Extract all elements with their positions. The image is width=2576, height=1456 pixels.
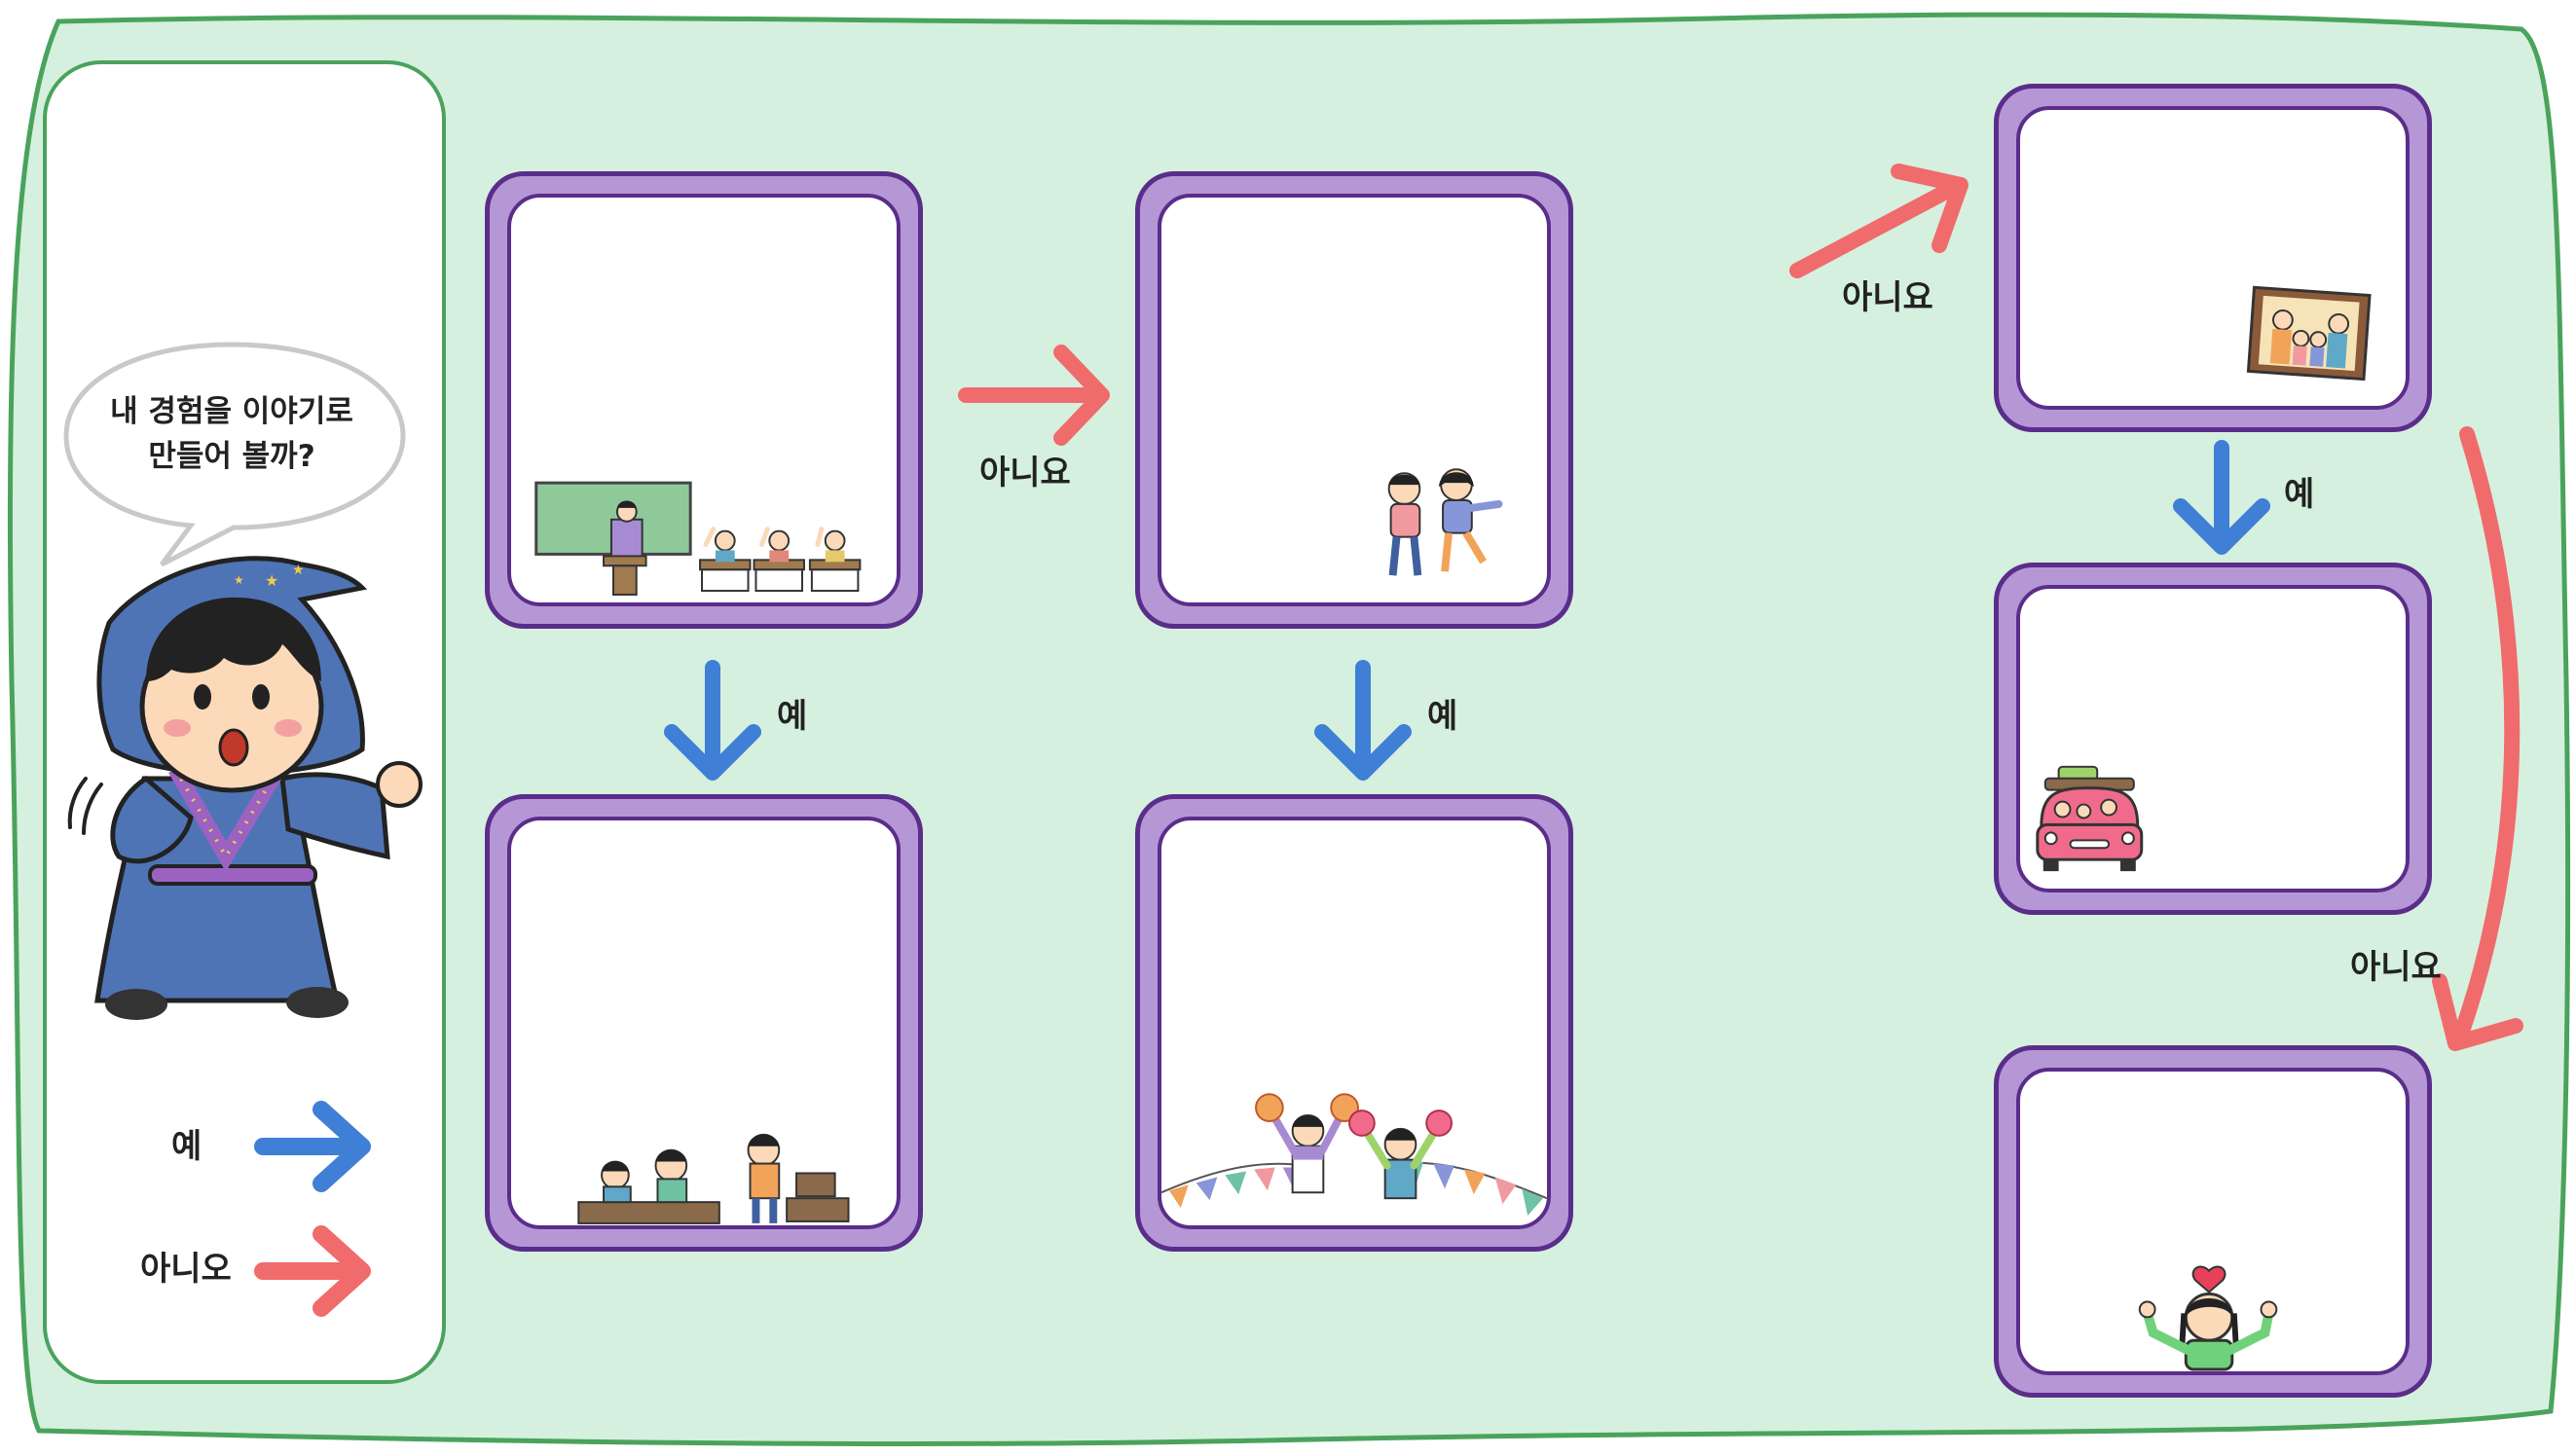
arrow-label-no-2: 아니요 (1842, 278, 1933, 317)
happy-child-scene (2138, 1265, 2278, 1371)
legend-no-label: 아니오 (140, 1250, 232, 1289)
small-desk (795, 1172, 836, 1198)
panel-family-trip (1994, 563, 2432, 915)
family-photo-scene (2246, 285, 2372, 382)
family-trip-scene (2036, 765, 2144, 872)
arrow-label-no-1: 아니요 (979, 454, 1071, 492)
panel-playing-friends (1135, 171, 1573, 629)
worried-students (601, 1133, 781, 1223)
sidebar-card (43, 60, 446, 1384)
pink-car-icon (2036, 765, 2144, 872)
student-desks (699, 527, 862, 593)
festival-scene (1161, 1093, 1547, 1216)
playing-friends-scene (1387, 468, 1503, 576)
panel-studying-friends (485, 794, 923, 1252)
panel-family-trip-inner (2016, 585, 2410, 892)
cheering-children (1255, 1093, 1453, 1200)
heart-icon (2191, 1265, 2226, 1293)
panel-playing-friends-inner (1158, 194, 1551, 606)
speech-line-2: 만들어 볼까? (148, 439, 315, 474)
panel-festival-inner (1158, 817, 1551, 1229)
arrow-label-no-3: 아니요 (2350, 948, 2442, 987)
panel-happy-child (1994, 1045, 2432, 1398)
panel-studying-friends-inner (507, 817, 901, 1229)
panel-classroom (485, 171, 923, 629)
child-girl-figure (1439, 468, 1503, 572)
study-desk (577, 1201, 720, 1224)
pompom-icon (1255, 1093, 1284, 1122)
panel-classroom-inner (507, 194, 901, 606)
classroom-scene (534, 481, 862, 596)
arrow-label-yes-1: 예 (777, 697, 808, 736)
pompom-icon (1348, 1110, 1376, 1137)
panel-family-photo (1994, 84, 2432, 432)
child-boy-figure (1387, 472, 1422, 576)
pompom-icon (1425, 1110, 1453, 1137)
legend-yes-label: 예 (171, 1127, 202, 1166)
speech-line-1: 내 경험을 이야기로 (110, 394, 353, 429)
panel-family-photo-inner (2016, 106, 2410, 410)
studying-friends-scene (577, 1133, 850, 1224)
happy-child-figure (2138, 1292, 2278, 1371)
arrow-label-yes-2: 예 (1427, 697, 1458, 736)
panel-festival (1135, 794, 1573, 1252)
panel-happy-child-inner (2016, 1068, 2410, 1375)
teacher-podium (603, 555, 647, 567)
family-photo-frame (2246, 285, 2372, 382)
arrow-label-yes-3: 예 (2284, 475, 2315, 514)
pompom-icon (1330, 1093, 1359, 1122)
speech-bubble-text: 내 경험을 이야기로 만들어 볼까? (76, 389, 387, 479)
teacher-figure (609, 518, 644, 560)
